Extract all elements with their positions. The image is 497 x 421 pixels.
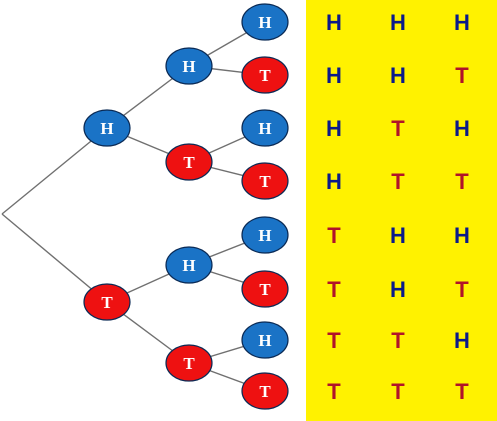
outcome-cell: H bbox=[454, 223, 470, 248]
outcome-cell: H bbox=[390, 223, 406, 248]
outcome-cell: T bbox=[455, 63, 469, 88]
tree-nodes: H T H T H T H T H T H T H T bbox=[83, 3, 289, 410]
tails-node-shape bbox=[241, 372, 289, 410]
tree-node-level3-0: H bbox=[241, 3, 289, 41]
node-label: T bbox=[259, 382, 271, 401]
node-label: T bbox=[101, 293, 113, 312]
tails-node-shape bbox=[165, 344, 213, 382]
tree-edges bbox=[1, 21, 266, 392]
node-label: H bbox=[258, 331, 271, 350]
node-label: H bbox=[182, 57, 195, 76]
outcome-cell: H bbox=[326, 169, 342, 194]
outcomes-panel bbox=[306, 0, 497, 421]
tree-node-level3-3: T bbox=[241, 162, 289, 200]
outcome-cell: T bbox=[455, 277, 469, 302]
outcome-cell: T bbox=[455, 169, 469, 194]
tree-node-level3-5: T bbox=[241, 270, 289, 308]
tree-node-level3-6: H bbox=[241, 321, 289, 359]
tails-node-shape bbox=[241, 162, 289, 200]
tails-node-shape bbox=[241, 270, 289, 308]
outcome-cell: H bbox=[390, 277, 406, 302]
tree-node-level2-1: T bbox=[165, 143, 213, 181]
tree-node-level2-3: T bbox=[165, 344, 213, 382]
outcome-cell: H bbox=[326, 63, 342, 88]
tree-node-level2-2: H bbox=[165, 246, 213, 284]
outcome-cell: H bbox=[454, 116, 470, 141]
heads-node-shape bbox=[241, 321, 289, 359]
node-label: H bbox=[182, 256, 195, 275]
outcome-cell: T bbox=[391, 116, 405, 141]
tree-node-level1-1: T bbox=[83, 283, 131, 321]
outcome-cell: T bbox=[327, 328, 341, 353]
node-label: T bbox=[259, 66, 271, 85]
edge-root-to-l1-0 bbox=[1, 127, 108, 215]
heads-node-shape bbox=[165, 47, 213, 85]
tree-node-level1-0: H bbox=[83, 109, 131, 147]
outcome-cell: T bbox=[391, 328, 405, 353]
outcome-cell: H bbox=[390, 10, 406, 35]
outcome-cell: T bbox=[391, 379, 405, 404]
outcome-cell: T bbox=[327, 223, 341, 248]
node-label: H bbox=[258, 13, 271, 32]
heads-node-shape bbox=[165, 246, 213, 284]
outcome-cell: H bbox=[390, 63, 406, 88]
heads-node-shape bbox=[83, 109, 131, 147]
outcome-cell: H bbox=[326, 10, 342, 35]
heads-node-shape bbox=[241, 216, 289, 254]
outcome-cell: T bbox=[391, 169, 405, 194]
tree-node-level3-2: H bbox=[241, 109, 289, 147]
outcome-grid: H H H H H T H T H H T T T H H T H T T T H T T T bbox=[326, 10, 470, 404]
node-label: H bbox=[258, 226, 271, 245]
heads-node-shape bbox=[241, 3, 289, 41]
tails-node-shape bbox=[165, 143, 213, 181]
tree-node-level2-0: H bbox=[165, 47, 213, 85]
node-label: H bbox=[258, 119, 271, 138]
tree-node-level3-7: T bbox=[241, 372, 289, 410]
outcome-cell: T bbox=[455, 379, 469, 404]
tails-node-shape bbox=[83, 283, 131, 321]
node-label: H bbox=[100, 119, 113, 138]
node-label: T bbox=[259, 172, 271, 191]
heads-node-shape bbox=[241, 109, 289, 147]
outcome-cell: H bbox=[326, 116, 342, 141]
tails-node-shape bbox=[241, 56, 289, 94]
node-label: T bbox=[183, 153, 195, 172]
outcome-cell: H bbox=[454, 10, 470, 35]
node-label: T bbox=[259, 280, 271, 299]
tree-node-level3-1: T bbox=[241, 56, 289, 94]
node-label: T bbox=[183, 354, 195, 373]
tree-node-level3-4: H bbox=[241, 216, 289, 254]
outcome-cell: T bbox=[327, 277, 341, 302]
edge-root-to-l1-1 bbox=[1, 213, 108, 303]
outcome-cell: T bbox=[327, 379, 341, 404]
outcome-cell: H bbox=[454, 328, 470, 353]
